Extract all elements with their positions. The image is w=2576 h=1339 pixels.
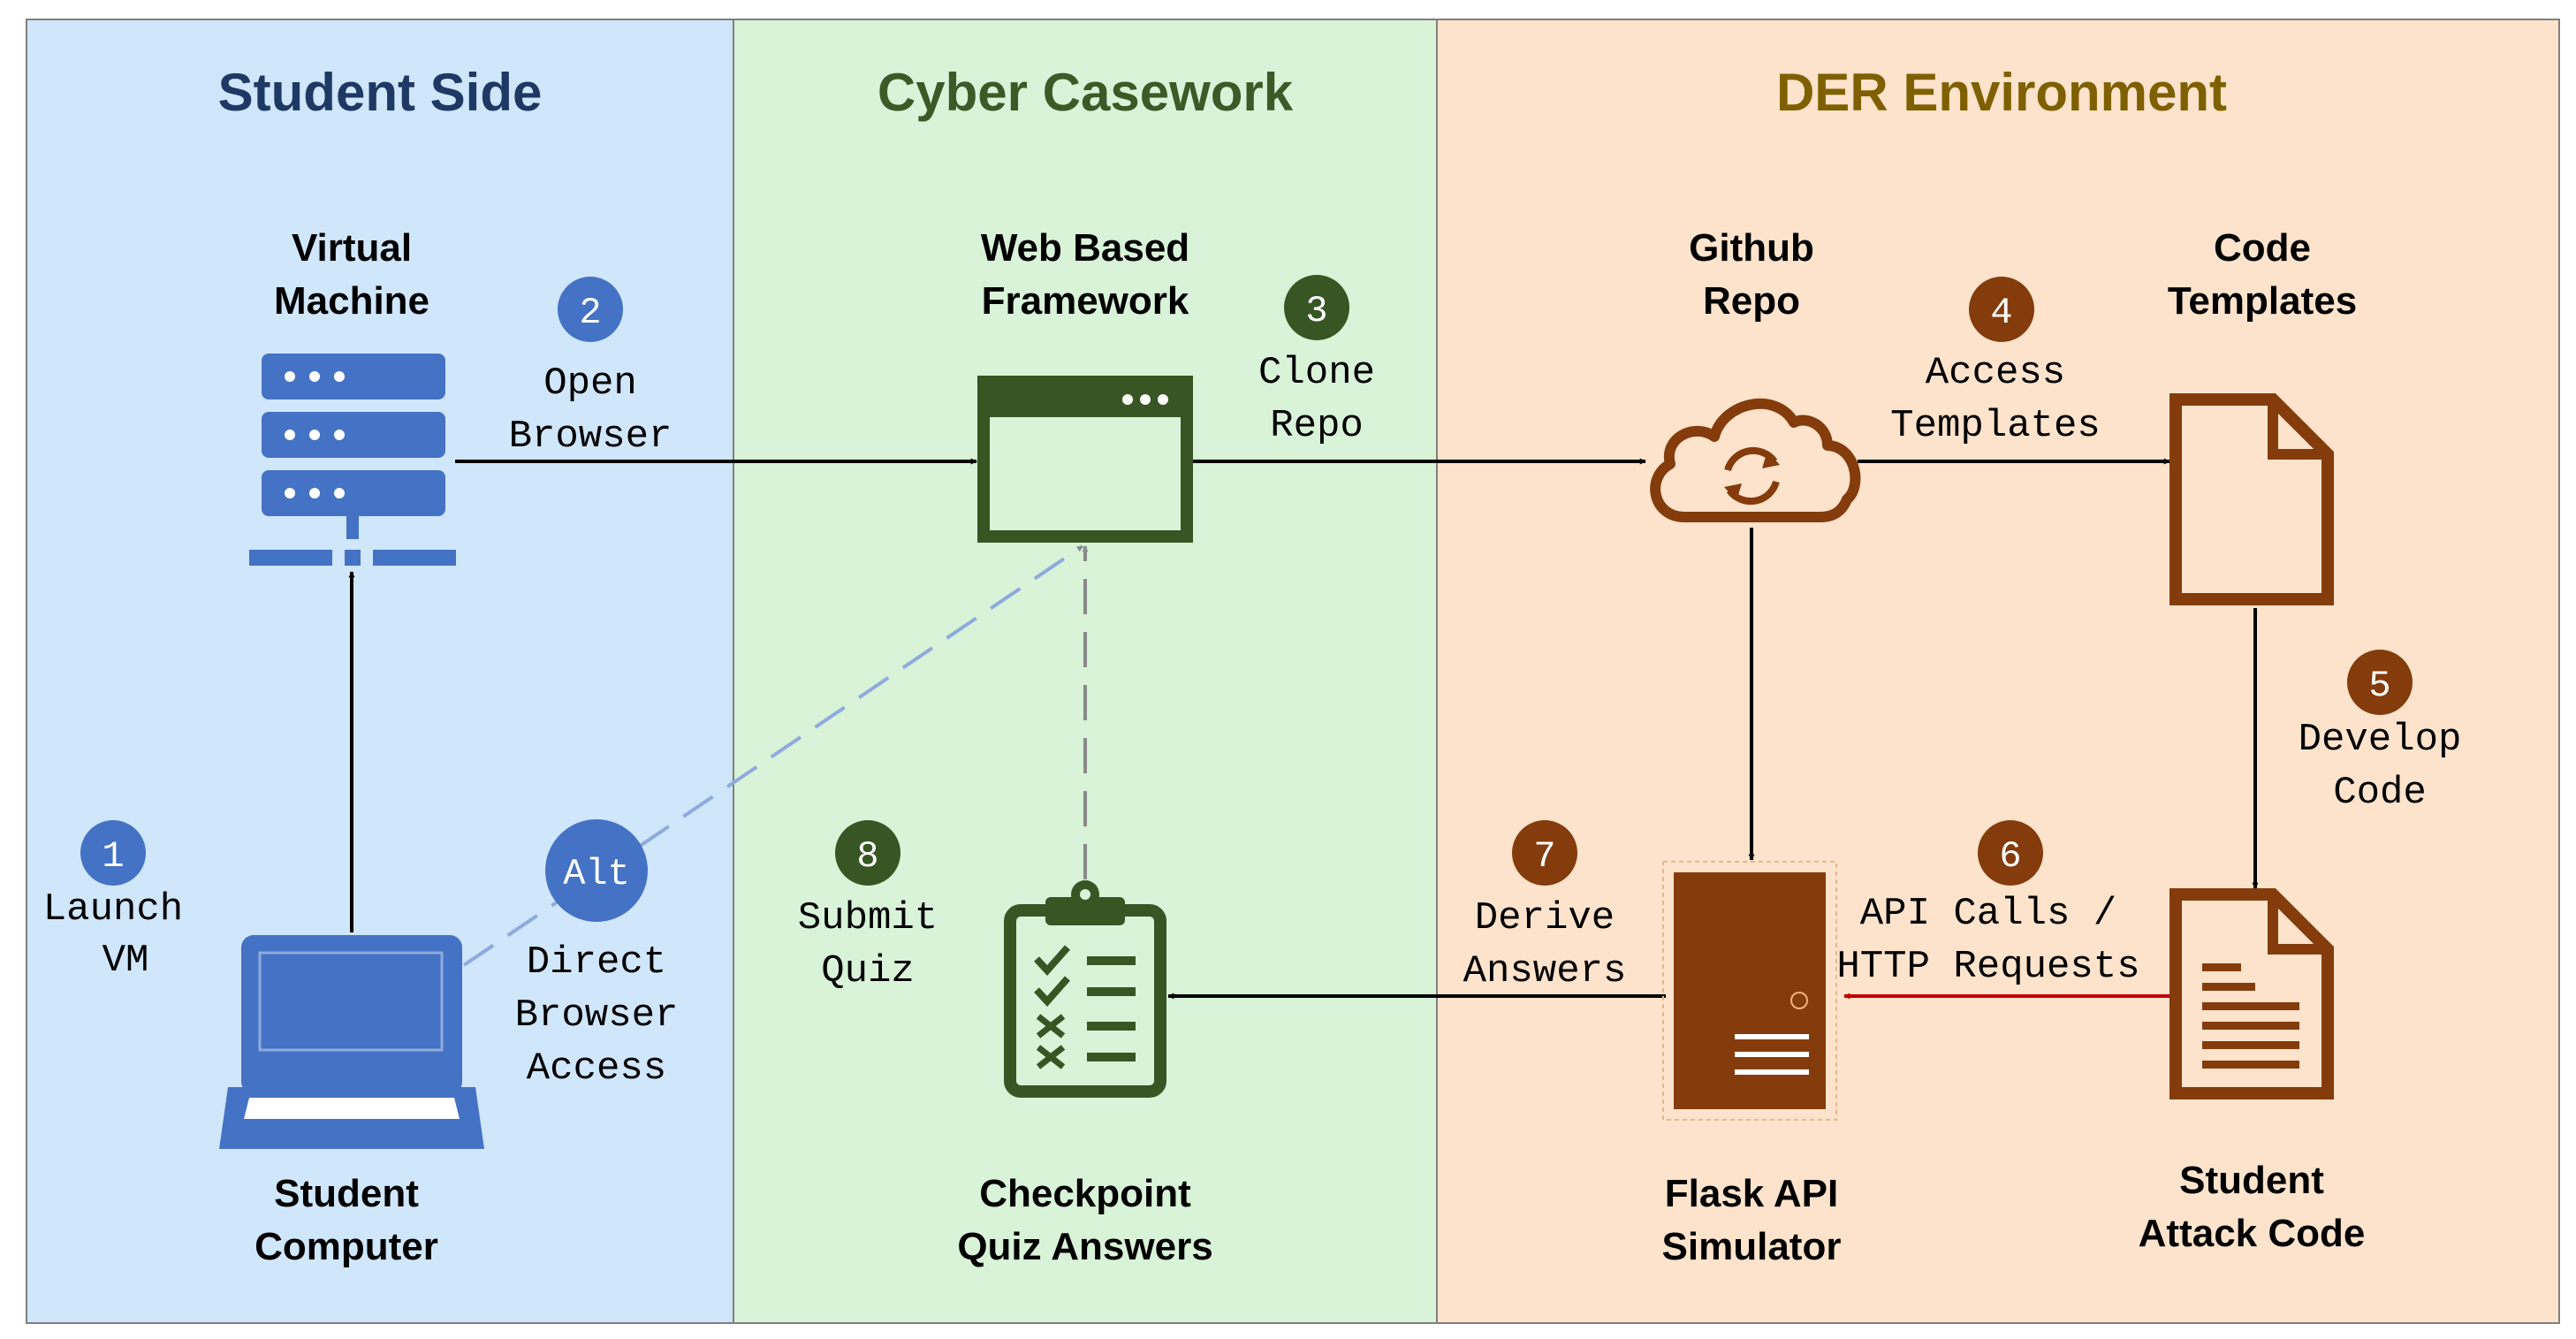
node-github-line1: Github bbox=[1689, 226, 1814, 270]
node-computer-line1: Student bbox=[274, 1172, 419, 1215]
step-2: 2 Open Browser bbox=[509, 277, 672, 459]
node-github-repo: Github Repo bbox=[1650, 226, 1861, 522]
step-5-number: 5 bbox=[2368, 665, 2390, 707]
step-6-number: 6 bbox=[1999, 835, 2021, 878]
step-4: 4 Access Templates bbox=[1890, 277, 2101, 448]
panel-title-der: DER Environment bbox=[1776, 63, 2227, 122]
node-flask-line1: Flask API bbox=[1665, 1172, 1838, 1215]
step-7-line1: Derive bbox=[1475, 896, 1615, 940]
node-templates-line2: Templates bbox=[2168, 279, 2357, 323]
step-3-line1: Clone bbox=[1258, 351, 1375, 395]
node-vm-line2: Machine bbox=[274, 279, 429, 323]
step-alt: Alt Direct Browser Access bbox=[515, 819, 679, 1091]
step-7-line2: Answers bbox=[1463, 949, 1627, 993]
node-flask-line2: Simulator bbox=[1662, 1225, 1842, 1268]
browser-window-icon bbox=[977, 376, 1193, 543]
step-alt-line2: Browser bbox=[515, 993, 679, 1038]
node-virtual-machine: Virtual Machine bbox=[249, 226, 456, 566]
step-8-number: 8 bbox=[856, 835, 878, 878]
node-web-framework: Web Based Framework bbox=[977, 226, 1193, 543]
step-2-number: 2 bbox=[579, 292, 601, 334]
step-6: 6 API Calls / HTTP Requests bbox=[1836, 820, 2140, 989]
step-3-line2: Repo bbox=[1270, 404, 1364, 448]
step-8: 8 Submit Quiz bbox=[798, 820, 938, 993]
step-4-line2: Templates bbox=[1890, 404, 2101, 448]
node-web-line1: Web Based bbox=[981, 226, 1189, 270]
step-5-line1: Develop bbox=[2299, 718, 2462, 762]
step-1: 1 Launch VM bbox=[43, 820, 183, 983]
node-attack-line1: Student bbox=[2179, 1159, 2324, 1202]
server-icon bbox=[249, 354, 456, 566]
step-5-line2: Code bbox=[2333, 771, 2427, 815]
node-attack-line2: Attack Code bbox=[2139, 1212, 2366, 1255]
node-templates-line1: Code bbox=[2214, 226, 2311, 270]
node-student-computer: Student Computer bbox=[219, 935, 484, 1268]
step-2-line2: Browser bbox=[509, 415, 672, 459]
step-7-number: 7 bbox=[1533, 835, 1555, 878]
server-tower-icon bbox=[1662, 861, 1837, 1121]
node-vm-line1: Virtual bbox=[292, 226, 412, 270]
document-icon bbox=[2169, 393, 2334, 605]
node-computer-line2: Computer bbox=[255, 1225, 438, 1268]
step-8-line2: Quiz bbox=[821, 949, 915, 993]
node-quiz-line2: Quiz Answers bbox=[957, 1225, 1212, 1268]
step-6-line2: HTTP Requests bbox=[1836, 945, 2139, 989]
step-4-line1: Access bbox=[1926, 351, 2065, 395]
step-2-line1: Open bbox=[543, 361, 637, 406]
step-4-number: 4 bbox=[1990, 292, 2012, 334]
step-6-line1: API Calls / bbox=[1860, 892, 2116, 936]
node-checkpoint-quiz: Checkpoint Quiz Answers bbox=[957, 880, 1213, 1268]
laptop-icon bbox=[219, 935, 484, 1149]
panel-title-student: Student Side bbox=[218, 63, 543, 122]
step-3-number: 3 bbox=[1305, 290, 1327, 332]
step-alt-line1: Direct bbox=[527, 940, 666, 985]
document-text-icon bbox=[2169, 888, 2334, 1099]
step-1-number: 1 bbox=[102, 835, 124, 878]
panel-cyber-casework: Cyber Casework bbox=[733, 19, 1438, 1324]
step-alt-line3: Access bbox=[527, 1046, 666, 1091]
step-8-line1: Submit bbox=[798, 896, 938, 940]
step-3: 3 Clone Repo bbox=[1258, 275, 1375, 448]
step-7: 7 Derive Answers bbox=[1463, 820, 1627, 993]
step-5: 5 Develop Code bbox=[2299, 650, 2462, 815]
cloud-sync-icon bbox=[1650, 398, 1861, 522]
node-student-attack-code: Student Attack Code bbox=[2139, 888, 2366, 1255]
panel-title-cyber: Cyber Casework bbox=[878, 63, 1294, 122]
step-1-line2: VM bbox=[103, 939, 149, 983]
step-alt-number: Alt bbox=[563, 853, 630, 895]
clipboard-checklist-icon bbox=[1004, 880, 1166, 1098]
node-github-line2: Repo bbox=[1703, 279, 1800, 323]
node-quiz-line1: Checkpoint bbox=[979, 1172, 1191, 1215]
node-code-templates: Code Templates bbox=[2168, 226, 2357, 605]
node-web-line2: Framework bbox=[982, 279, 1189, 323]
step-1-line1: Launch bbox=[43, 887, 183, 932]
node-flask-simulator: Flask API Simulator bbox=[1662, 861, 1842, 1268]
